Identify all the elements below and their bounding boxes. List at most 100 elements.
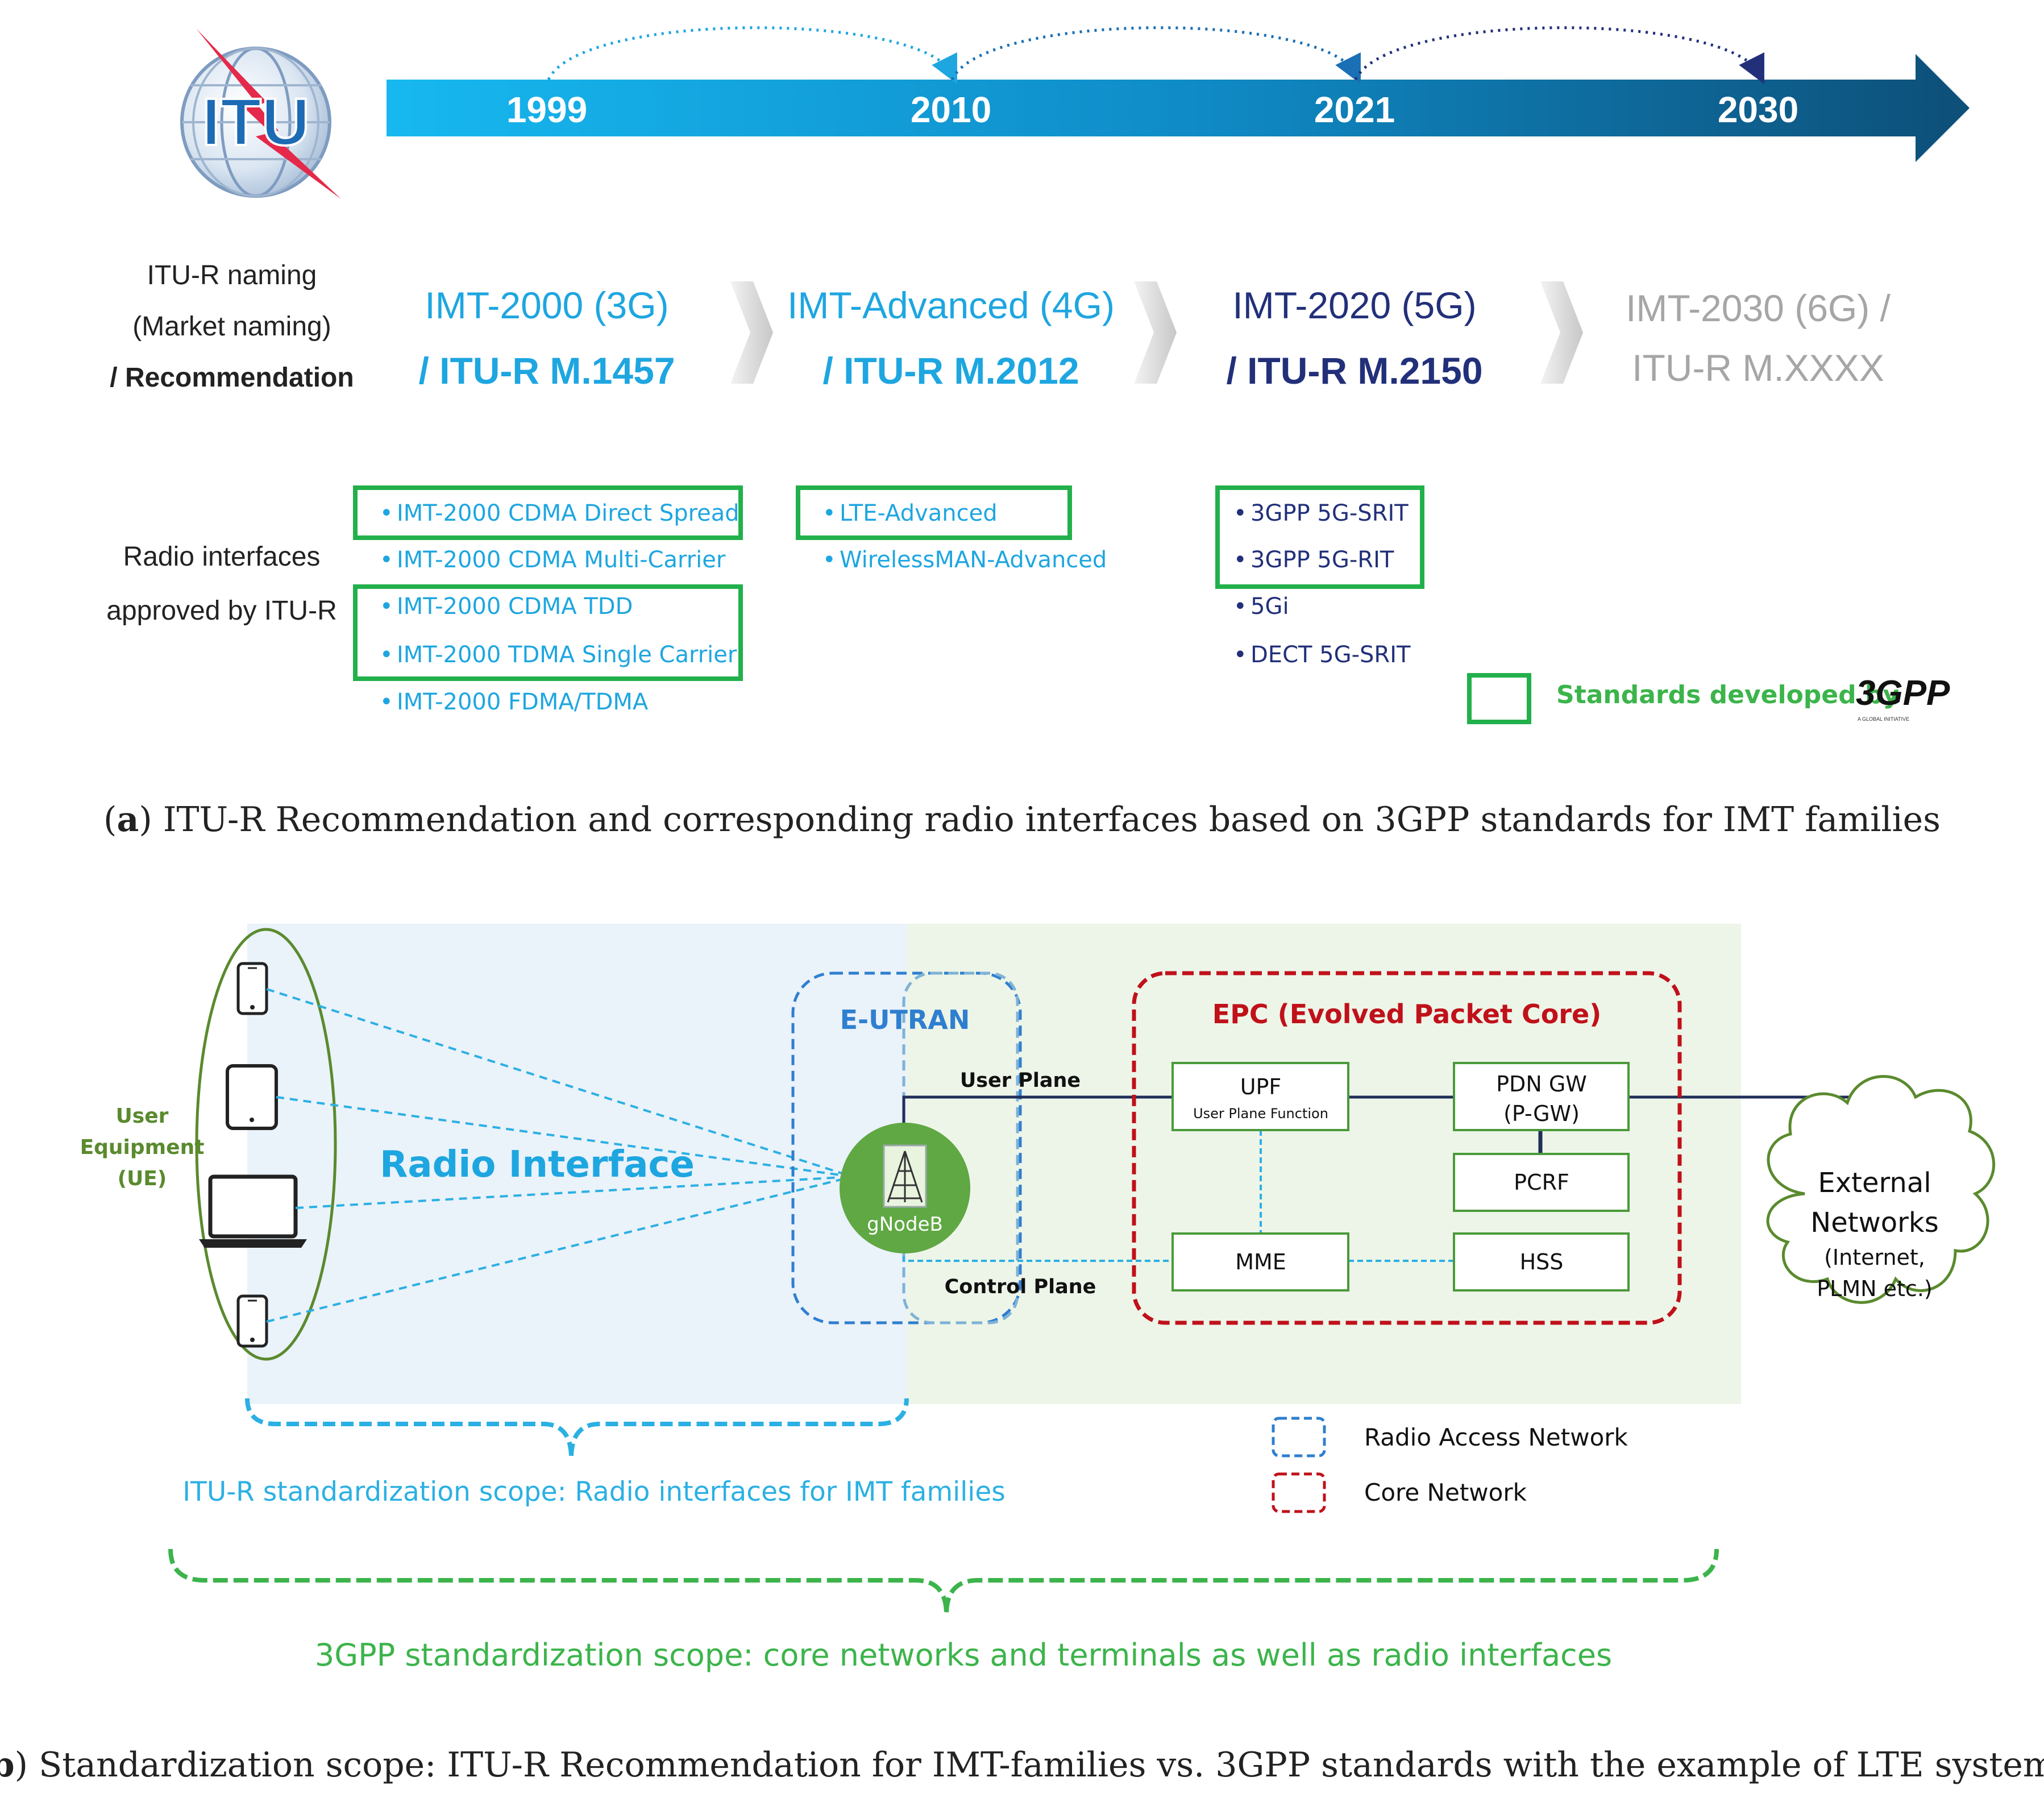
year-2030: 2030 xyxy=(1718,89,1798,130)
pgw-label-line2: (P-GW) xyxy=(1503,1101,1580,1126)
ri-imt2020-3: 5Gi xyxy=(1251,593,1289,620)
legend-ran-swatch xyxy=(1272,1417,1326,1457)
ri-bullet-icon: • xyxy=(380,689,393,715)
user-plane-label: User Plane xyxy=(960,1069,1081,1092)
legend-gpp-swatch xyxy=(1467,673,1531,724)
ri-imt2020-1: 3GPP 5G-SRIT xyxy=(1251,500,1409,526)
caption-a-letter: a xyxy=(117,800,139,840)
transition-arc-3 xyxy=(1354,26,1765,84)
pgw-node xyxy=(1453,1062,1630,1131)
hss-node xyxy=(1453,1232,1630,1292)
chevron-1-icon xyxy=(730,281,773,384)
itu-scope-brace xyxy=(245,1398,909,1459)
gpp-scope-brace xyxy=(168,1548,1719,1615)
transition-arc-2 xyxy=(950,26,1361,84)
gpp-box-imt2000-2 xyxy=(353,584,743,681)
radio-links xyxy=(266,988,853,1323)
caption-a: (a) ITU-R Recommendation and correspondi… xyxy=(103,800,1941,840)
radio-label-line1: Radio interfaces xyxy=(123,542,321,572)
chevron-2-icon xyxy=(1134,281,1177,384)
itu-logo-icon: ITU xyxy=(180,28,341,199)
itu-logo-text: ITU xyxy=(202,85,310,160)
control-plane-link xyxy=(903,1211,1173,1262)
external-label-line3: (Internet, xyxy=(1824,1245,1925,1270)
chevron-3-icon xyxy=(1540,281,1583,384)
gen-5g-rec: / ITU-R M.2150 xyxy=(1226,350,1482,392)
upf-label: UPF xyxy=(1240,1074,1282,1099)
external-label-line1: External xyxy=(1818,1167,1931,1199)
legend-core-swatch xyxy=(1272,1472,1326,1513)
epc-box xyxy=(1132,971,1682,1325)
caption-b-text: Standardization scope: ITU-R Recommendat… xyxy=(28,1745,2044,1785)
ri-imtadv-1: LTE-Advanced xyxy=(840,500,998,526)
external-label-line4: PLMN etc.) xyxy=(1817,1276,1932,1301)
gen-6g-name: IMT-2030 (6G) / xyxy=(1626,287,1891,329)
laptop-icon xyxy=(199,1174,307,1248)
year-2010: 2010 xyxy=(911,89,991,130)
itu-scope-label: ITU-R standardization scope: Radio inter… xyxy=(182,1476,1006,1508)
year-1999: 1999 xyxy=(506,89,587,130)
gen-5g-name: IMT-2020 (5G) xyxy=(1232,284,1476,326)
gen-4g-rec: / ITU-R M.2012 xyxy=(822,350,1079,392)
pcrf-label: PCRF xyxy=(1514,1170,1569,1195)
gpp-box-imt2020 xyxy=(1215,485,1424,589)
antenna-tower-icon xyxy=(883,1144,927,1208)
ri-bullet-icon: • xyxy=(1233,642,1247,668)
eutran-box xyxy=(791,971,1022,1324)
ri-bullet-icon: • xyxy=(1233,593,1247,620)
radio-label-line2: approved by ITU-R xyxy=(106,596,337,626)
transition-arc-1 xyxy=(547,26,958,84)
ue-ellipse xyxy=(195,928,337,1361)
gen-4g-name: IMT-Advanced (4G) xyxy=(787,284,1115,326)
ue-label-line1: User xyxy=(116,1104,169,1128)
control-plane-label: Control Plane xyxy=(945,1276,1096,1298)
ri-bullet-icon: • xyxy=(1233,547,1247,573)
hss-label: HSS xyxy=(1520,1249,1564,1274)
epc-label: EPC (Evolved Packet Core) xyxy=(1212,999,1601,1029)
naming-label-line2: (Market naming) xyxy=(132,312,331,342)
tablet-icon xyxy=(226,1064,278,1130)
ri-bullet-icon: • xyxy=(380,642,393,668)
ri-imtadv-2: WirelessMAN-Advanced xyxy=(840,547,1107,573)
caption-b: (b) Standardization scope: ITU-R Recomme… xyxy=(0,1745,2044,1785)
ri-bullet-icon: • xyxy=(1233,500,1247,526)
ue-label-line2: Equipment xyxy=(80,1136,205,1159)
gnodeb-label: gNodeB xyxy=(867,1213,943,1236)
gen-6g-rec: ITU-R M.XXXX xyxy=(1632,347,1884,389)
legend-core-label: Core Network xyxy=(1364,1479,1527,1506)
ri-bullet-icon: • xyxy=(380,593,393,620)
3gpp-logo-icon: 3GPP A GLOBAL INITIATIVE xyxy=(1856,674,1950,722)
mme-node xyxy=(1171,1232,1349,1292)
timeline-arrow xyxy=(387,54,1970,162)
gen-3g-rec: / ITU-R M.1457 xyxy=(418,350,675,392)
ri-imt2000-5: IMT-2000 FDMA/TDMA xyxy=(397,689,649,715)
ri-imt2000-3: IMT-2000 CDMA TDD xyxy=(397,593,633,620)
upf-sublabel: User Plane Function xyxy=(1193,1106,1328,1122)
mme-label: MME xyxy=(1235,1249,1286,1274)
caption-a-text: ITU-R Recommendation and corresponding r… xyxy=(152,800,1941,840)
ue-label-line3: (UE) xyxy=(118,1167,167,1190)
gpp-box-imtadv xyxy=(796,485,1072,540)
ri-imt2000-1: IMT-2000 CDMA Direct Spread xyxy=(397,500,740,526)
ri-imt2000-2: IMT-2000 CDMA Multi-Carrier xyxy=(397,547,726,573)
naming-label-line1: ITU-R naming xyxy=(147,260,317,290)
ri-imt2020-2: 3GPP 5G-RIT xyxy=(1251,547,1394,573)
legend-ran-label: Radio Access Network xyxy=(1364,1423,1628,1451)
ran-background xyxy=(247,924,907,1404)
svg-text:A GLOBAL INITIATIVE: A GLOBAL INITIATIVE xyxy=(1858,716,1909,722)
smartphone-icon xyxy=(236,962,268,1015)
gen-3g-name: IMT-2000 (3G) xyxy=(425,284,668,326)
gpp-box-imt2000-1 xyxy=(353,485,743,540)
pcrf-node xyxy=(1453,1153,1630,1212)
legend-gpp-text: Standards developed by xyxy=(1556,680,1899,709)
ri-bullet-icon: • xyxy=(822,547,836,573)
ri-bullet-icon: • xyxy=(380,547,393,573)
caption-b-letter: b xyxy=(0,1745,15,1785)
external-network-cloud-icon: External Networks (Internet, PLMN etc.) xyxy=(1766,1075,1995,1304)
radio-interface-label: Radio Interface xyxy=(380,1144,695,1186)
upf-node xyxy=(1171,1062,1349,1131)
ri-bullet-icon: • xyxy=(822,500,836,526)
year-2021: 2021 xyxy=(1314,89,1395,130)
ri-imt2020-4: DECT 5G-SRIT xyxy=(1251,642,1411,668)
